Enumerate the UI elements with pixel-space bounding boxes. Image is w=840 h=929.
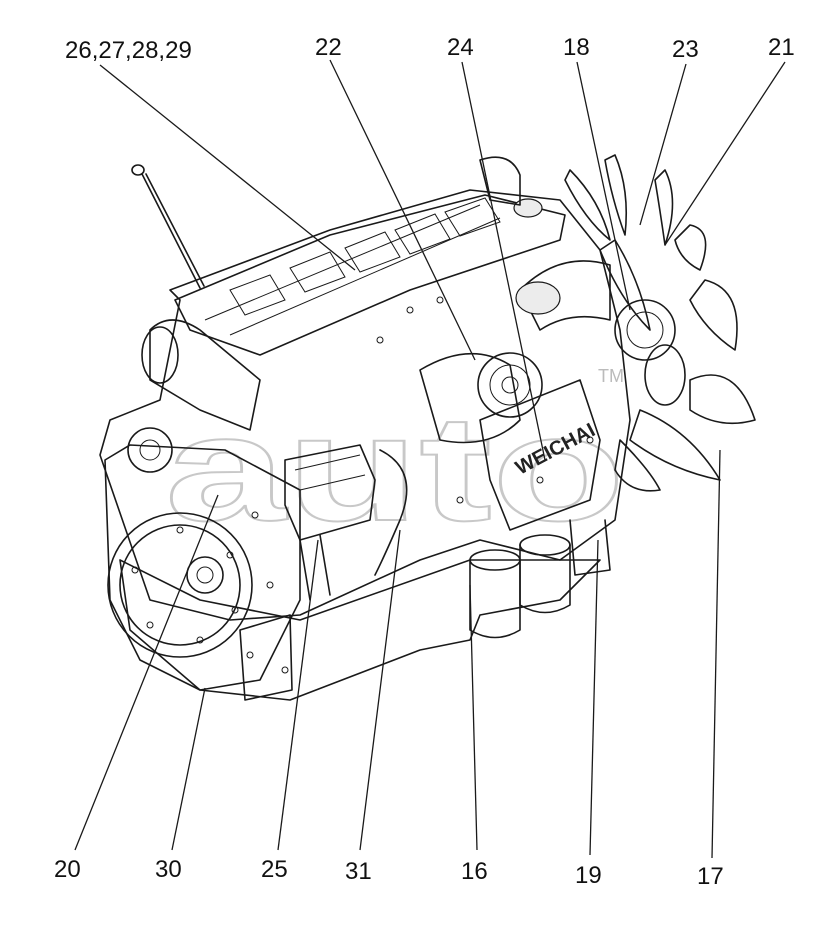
callout-25: 25 [261, 856, 288, 883]
charge-air-pipe [479, 156, 611, 331]
mount-bracket [239, 614, 293, 701]
head-plates [229, 197, 501, 316]
callout-18: 18 [563, 34, 590, 61]
callout-24: 24 [447, 34, 474, 61]
watermark: auto [165, 384, 625, 552]
valve-cover [174, 194, 566, 356]
callout-20: 20 [54, 856, 81, 883]
leader-20 [74, 494, 219, 851]
oil-filters [469, 519, 611, 639]
accessory-pulley [127, 427, 173, 473]
engine-block [99, 189, 631, 621]
callout-30: 30 [155, 856, 182, 883]
leader-31 [359, 529, 401, 851]
leader-23 [639, 63, 687, 226]
callout-21: 21 [768, 34, 795, 61]
leader-22 [329, 59, 476, 361]
dipstick [131, 164, 205, 289]
cooling-fan [564, 154, 756, 492]
wiring-harness [374, 449, 408, 576]
callout-19: 19 [575, 862, 602, 889]
oil-filler-cap [513, 198, 543, 218]
leader-21 [664, 61, 786, 246]
callout-26-29: 26,27,28,29 [65, 37, 192, 64]
intake-pipe [149, 319, 261, 431]
leader-19 [589, 539, 599, 856]
callout-16: 16 [461, 858, 488, 885]
callout-22: 22 [315, 34, 342, 61]
leader-17 [711, 449, 721, 859]
leader-30 [171, 687, 206, 851]
callout-23: 23 [672, 36, 699, 63]
flywheel-housing [104, 444, 301, 691]
callout-17: 17 [697, 863, 724, 890]
leader-26-29 [99, 64, 356, 271]
leader-24 [461, 61, 546, 461]
leader-25 [277, 539, 319, 851]
callout-31: 31 [345, 858, 372, 885]
fuel-pump [284, 444, 376, 601]
leader-16 [469, 584, 478, 851]
callout-labels: 26,27,28,29 22 24 18 23 21 20 30 25 31 1… [54, 34, 795, 890]
leader-18 [576, 61, 631, 311]
oil-pan [119, 559, 601, 701]
detail-bolts [246, 296, 594, 674]
turbocharger [419, 352, 543, 444]
trademark-mark: TM [598, 366, 624, 386]
leader-lines [74, 59, 786, 859]
